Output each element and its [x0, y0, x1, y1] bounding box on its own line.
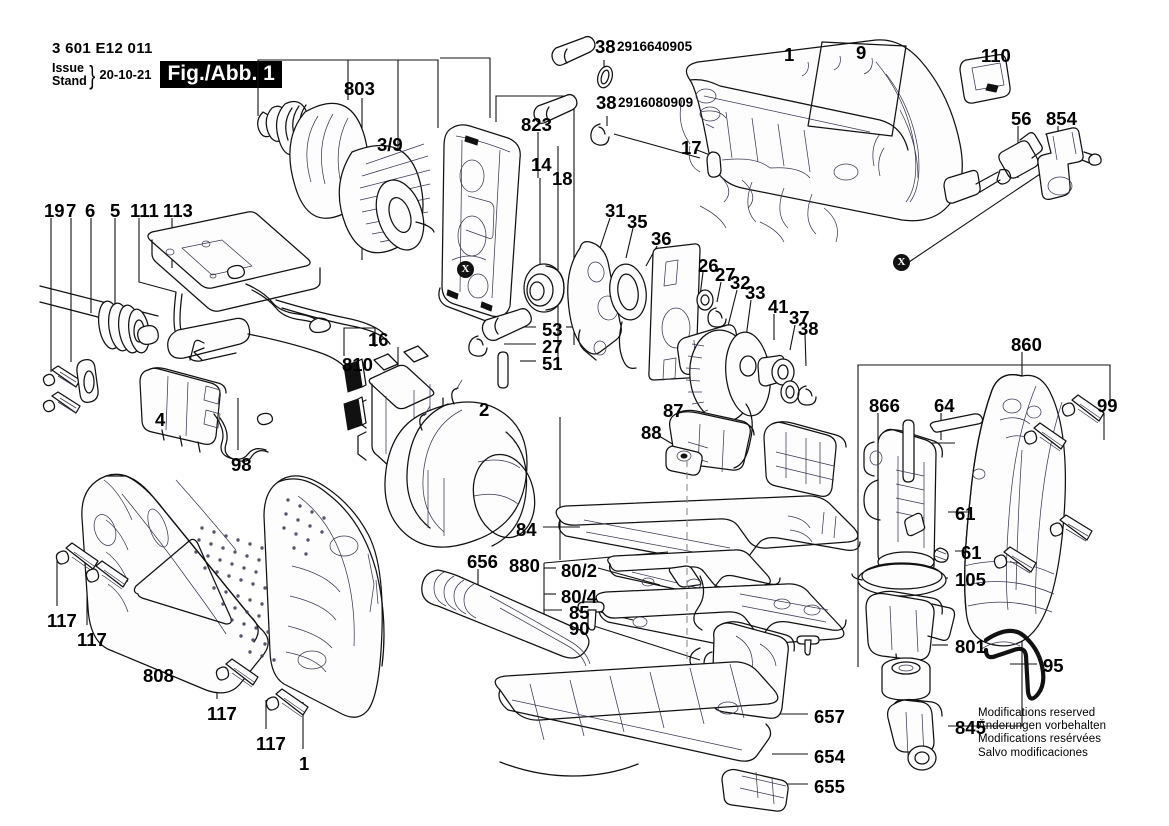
callout-6: 6: [85, 200, 96, 221]
callout-2: 2: [479, 399, 490, 420]
callout-808: 808: [143, 665, 174, 686]
callout-810: 810: [342, 354, 373, 375]
callout-61: 61: [961, 542, 982, 563]
x-marker-1: X: [457, 261, 474, 278]
callout-90: 90: [569, 618, 590, 639]
callout-3-9: 3/9: [377, 134, 403, 155]
callout-80-2: 80/2: [561, 560, 598, 581]
callout-14: 14: [531, 154, 552, 175]
title-block: 3 601 E12 011 Issue Stand } 20-10-21 Fig…: [52, 40, 282, 88]
stator-assembly: [343, 345, 536, 548]
callout-84: 84: [516, 519, 537, 540]
modifications-note: Modifications reserved Änderungen vorbeh…: [978, 707, 1106, 760]
callout-53: 53: [542, 319, 563, 340]
callout-117: 117: [77, 629, 107, 650]
callout-31: 31: [605, 200, 626, 221]
callout-823: 823: [521, 114, 552, 135]
callout-803: 803: [344, 78, 375, 99]
gear-lever-group: [567, 241, 847, 497]
callout-80-4: 80/4: [561, 586, 598, 607]
stand-label: Stand: [52, 73, 87, 88]
callout-26: 26: [698, 255, 719, 276]
callout-5: 5: [110, 200, 121, 221]
callout-845: 845: [955, 717, 986, 738]
callout-61: 61: [955, 503, 976, 524]
callout-1: 1: [299, 753, 310, 774]
callout-854: 854: [1046, 108, 1077, 129]
callout-27: 27: [715, 264, 736, 285]
callout-51: 51: [542, 353, 563, 374]
callout-866: 866: [869, 395, 900, 416]
x-marker-2: X: [893, 254, 910, 271]
part-number: 3 601 E12 011: [52, 40, 153, 57]
callout-17: 17: [681, 137, 702, 158]
callout-33: 33: [745, 282, 766, 303]
callout-1: 1: [784, 44, 795, 65]
callout-85: 85: [569, 602, 590, 623]
brace-glyph: }: [89, 59, 96, 90]
figure-badge: Fig./Abb. 1: [160, 61, 282, 88]
callout-95: 95: [1043, 655, 1064, 676]
note-es: Salvo modificaciones: [978, 746, 1089, 759]
callout-99: 99: [1097, 395, 1118, 416]
callout-117: 117: [207, 703, 237, 724]
callout-9: 9: [856, 42, 867, 63]
electrical-assembly: [39, 211, 391, 462]
callout-656: 656: [467, 551, 498, 572]
issue-date: 20-10-21: [99, 67, 152, 82]
callout-2916080909: 2916080909: [618, 95, 694, 110]
callout-7: 7: [66, 200, 77, 221]
callout-16: 16: [368, 329, 389, 350]
callout-117: 117: [47, 610, 77, 631]
callout-105: 105: [955, 569, 986, 590]
callout-110: 110: [981, 45, 1011, 66]
callout-801: 801: [955, 636, 986, 657]
callout-27: 27: [542, 336, 563, 357]
callout-111: 111: [130, 200, 159, 221]
callout-98: 98: [231, 454, 252, 475]
callout-4: 4: [155, 409, 166, 430]
callout-2916640905: 2916640905: [617, 39, 693, 54]
dust-hood: [421, 569, 591, 667]
callout-19: 19: [44, 200, 65, 221]
callout-35: 35: [627, 211, 648, 232]
callout-41: 41: [768, 296, 789, 317]
shoe-group: [494, 621, 795, 812]
armature-assembly: [257, 100, 435, 254]
callout-860: 860: [1011, 334, 1042, 355]
callout-38: 38: [798, 318, 819, 339]
callout-36: 36: [651, 228, 672, 249]
note-de: Änderungen vorbehalten: [978, 720, 1107, 733]
callout-56: 56: [1011, 108, 1032, 129]
callout-655: 655: [814, 776, 845, 797]
note-fr: Modifications resérvées: [978, 733, 1102, 746]
issue-stand-labels: Issue Stand: [52, 62, 87, 87]
callout-654: 654: [814, 746, 845, 767]
housing-half-top: [679, 39, 1102, 243]
callout-38: 38: [596, 92, 617, 113]
callout-88: 88: [641, 422, 662, 443]
callout-18: 18: [552, 168, 573, 189]
callout-87: 87: [663, 400, 684, 421]
callout-38: 38: [595, 36, 616, 57]
note-en: Modifications reserved: [978, 707, 1096, 719]
issue-row: Issue Stand } 20-10-21 Fig./Abb. 1: [52, 61, 282, 88]
callout-880: 880: [509, 555, 540, 576]
callout-113: 113: [163, 200, 193, 221]
callout-657: 657: [814, 706, 845, 727]
grip-dots: [194, 498, 326, 662]
callout-64: 64: [934, 395, 955, 416]
callout-37: 37: [789, 307, 810, 328]
callout-32: 32: [730, 272, 751, 293]
housing-half-bottom: [55, 473, 385, 718]
callout-117: 117: [256, 733, 286, 754]
plunger-group: [851, 374, 1105, 771]
issue-label: Issue: [52, 61, 84, 75]
pins-38: [533, 35, 614, 146]
